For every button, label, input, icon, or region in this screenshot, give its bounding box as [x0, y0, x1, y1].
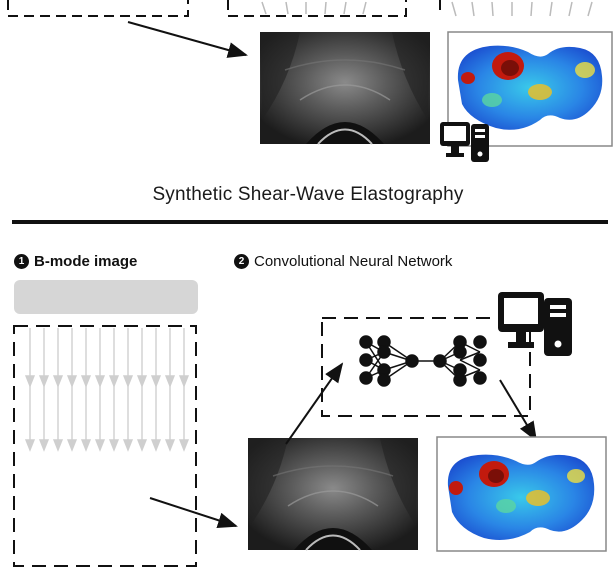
cnn-dashed-box	[321, 317, 531, 417]
top-arrow	[127, 21, 248, 58]
b-mode-dashed-box	[13, 325, 197, 567]
bottom-elastography-map	[436, 436, 607, 552]
transducer-bar	[14, 280, 198, 314]
bmode-to-ultrasound-arrow	[149, 497, 238, 529]
step-1-text: B-mode image	[34, 253, 138, 270]
top-ultrasound-image	[260, 32, 430, 145]
top-ray-lines	[261, 1, 593, 17]
bottom-ultrasound-image	[248, 438, 418, 551]
section-title: Synthetic Shear-Wave Elastography	[152, 184, 464, 205]
step-1-label: 1 B-mode image	[14, 253, 137, 270]
step-1-number: 1	[14, 254, 29, 269]
computer-icon-large	[498, 292, 572, 356]
cnn-to-elastography-arrow	[499, 379, 538, 442]
step-2-number: 2	[234, 254, 249, 269]
b-mode-ray-lines	[24, 328, 190, 452]
step-2-label: 2 Convolutional Neural Network	[234, 253, 452, 270]
step-2-text: Convolutional Neural Network	[254, 253, 453, 270]
top-panel-remnants	[7, 0, 593, 17]
ultrasound-to-cnn-arrow	[285, 362, 344, 445]
top-elastography-map	[447, 31, 613, 147]
neural-network-icon	[359, 335, 487, 387]
computer-icon	[440, 122, 489, 162]
